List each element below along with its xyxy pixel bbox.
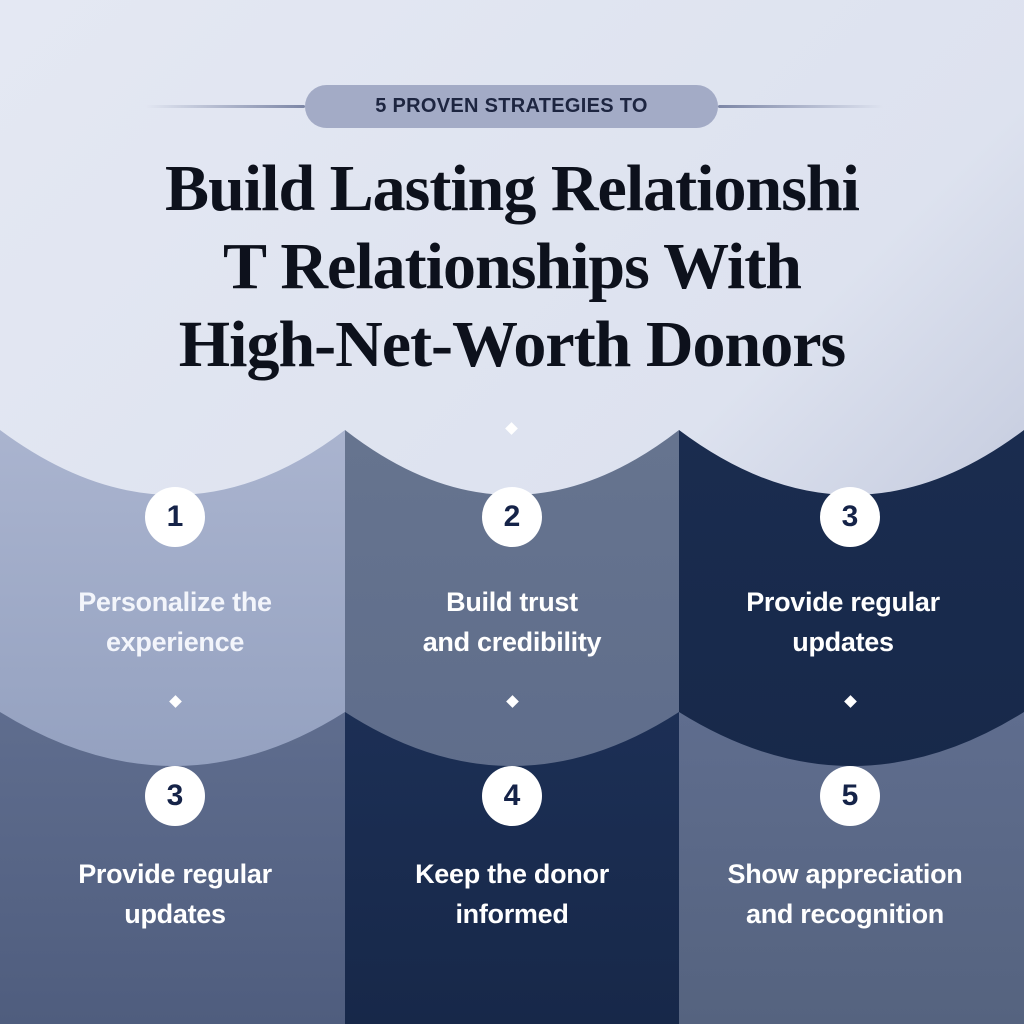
step-label: Provide regular updates	[15, 854, 335, 934]
step-label-line: Keep the donor	[415, 859, 609, 889]
kicker-pill: 5 PROVEN STRATEGIES TO	[305, 85, 718, 128]
step-label-line: updates	[792, 627, 894, 657]
step-label: Keep the donor informed	[352, 854, 672, 934]
step-number-badge: 4	[482, 766, 542, 826]
kicker-rule-left	[145, 105, 305, 108]
step-number-badge: 3	[820, 487, 880, 547]
step-label: Personalize the experience	[15, 582, 335, 662]
step-label-line: Build trust	[446, 587, 578, 617]
step-label-line: updates	[124, 899, 226, 929]
step-label: Build trust and credibility	[352, 582, 672, 662]
step-label-line: Provide regular	[746, 587, 940, 617]
step-number-badge: 3	[145, 766, 205, 826]
step-label-line: experience	[105, 627, 245, 657]
step-label: Provide regular updates	[683, 582, 1003, 662]
step-label-line: Provide regular	[78, 859, 272, 889]
step-number-badge: 5	[820, 766, 880, 826]
step-label-line: informed	[455, 899, 569, 929]
title-line: High-Net-Worth Donors	[178, 308, 846, 381]
step-number-badge: 2	[482, 487, 542, 547]
title-line: Build Lasting Relationshi	[165, 152, 860, 225]
title-line: T Relationships With	[223, 230, 802, 303]
step-label-line: and recognition	[745, 899, 944, 929]
step-label: Show appreciation and recognition	[685, 854, 1005, 934]
step-label-line: and credibility	[422, 627, 602, 657]
kicker-rule-right	[718, 105, 883, 108]
step-label-line: Show appreciation	[727, 859, 963, 889]
step-label-line: Personalize the	[78, 587, 272, 617]
step-number-badge: 1	[145, 487, 205, 547]
page-title: Build Lasting Relationshi T Relationship…	[40, 150, 984, 384]
